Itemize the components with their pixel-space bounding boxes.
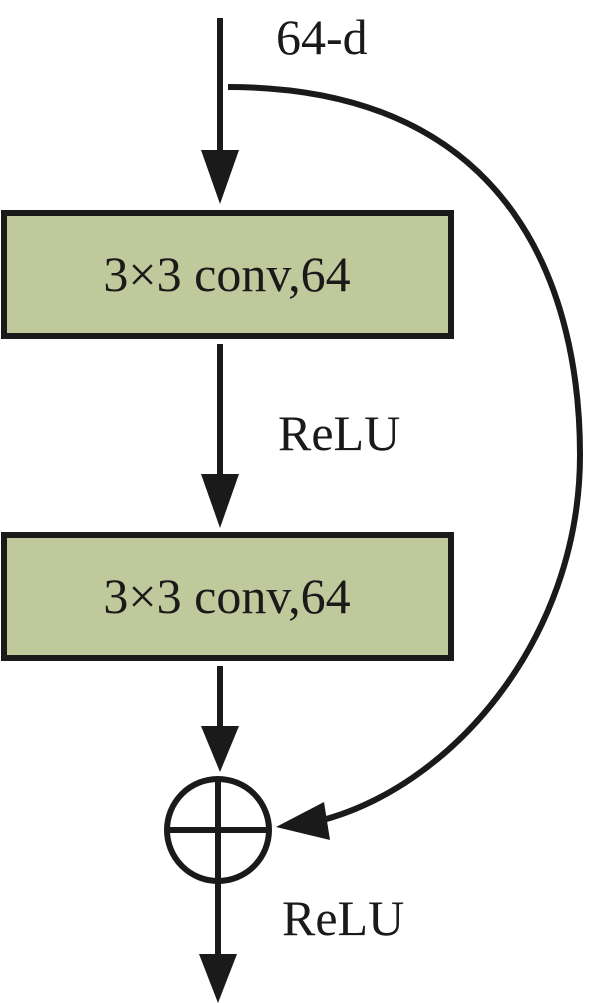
output-arrow <box>199 883 237 1003</box>
conv-layer-1: 3×3 conv,64 <box>1 210 454 339</box>
skip-connection <box>227 84 584 840</box>
inter-layer-arrow <box>201 344 239 528</box>
input-arrow <box>201 18 239 204</box>
sum-input-arrow <box>201 666 239 772</box>
relu-label-mid: ReLU <box>278 405 400 461</box>
sum-node <box>164 776 272 884</box>
conv-layer-2-label: 3×3 conv,64 <box>103 568 350 624</box>
input-dimension-label: 64-d <box>276 9 368 65</box>
conv-layer-1-label: 3×3 conv,64 <box>103 246 350 302</box>
relu-label-output: ReLU <box>282 890 404 946</box>
conv-layer-2: 3×3 conv,64 <box>1 532 454 661</box>
